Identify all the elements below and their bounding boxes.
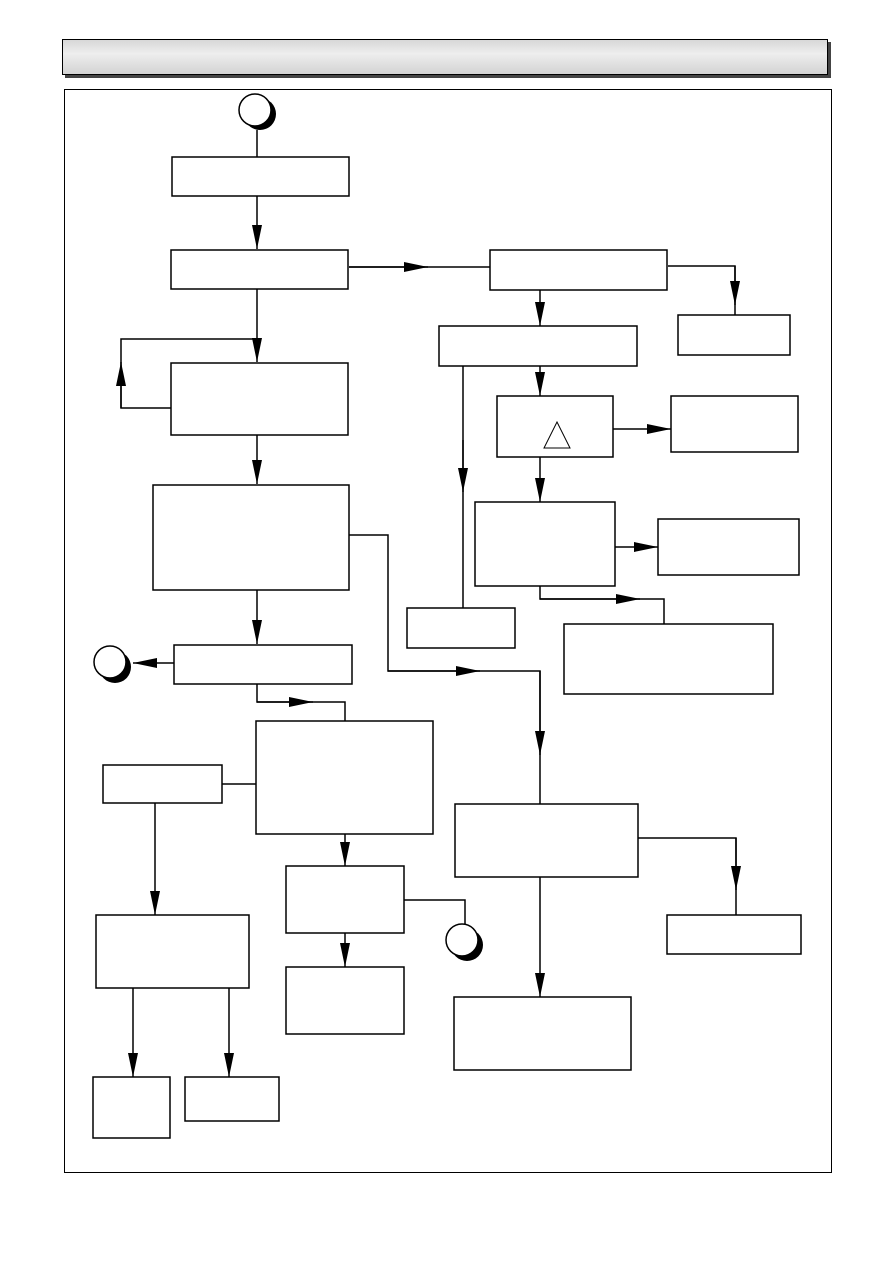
node-b23 (657, 518, 800, 576)
node-b11 (285, 865, 405, 934)
node-b17 (677, 314, 791, 356)
diagram-frame (64, 89, 832, 1173)
exit-connector-bottom (445, 923, 483, 961)
node-b4 (152, 484, 350, 591)
connector-lines (116, 130, 741, 1077)
warning-triangle-icon (543, 420, 571, 449)
node-b8 (95, 914, 250, 989)
node-b5 (173, 644, 353, 685)
exit-connector-left (93, 645, 131, 683)
header-bar (62, 39, 828, 75)
node-b15 (666, 914, 802, 955)
edge-b11-exit-bottom (404, 899, 466, 928)
node-b6 (255, 720, 434, 835)
node-b16 (489, 249, 668, 291)
node-b22 (474, 501, 616, 587)
node-b9 (92, 1076, 171, 1139)
node-b1 (171, 156, 350, 197)
node-b24 (563, 623, 774, 695)
start-connector (238, 93, 276, 130)
node-b7 (102, 764, 223, 804)
node-b14 (453, 996, 632, 1071)
node-b13 (454, 803, 639, 878)
node-b10 (184, 1076, 280, 1122)
node-b21 (670, 395, 799, 453)
node-b18 (438, 325, 638, 367)
edge-b22-b24 (539, 586, 665, 624)
edge-b13-b15 (638, 837, 737, 915)
flowchart-nodes (92, 93, 802, 1139)
node-b12 (285, 966, 405, 1035)
node-b20 (406, 607, 516, 649)
edge-b16-b17 (668, 265, 736, 315)
node-b2 (170, 249, 349, 290)
node-b3 (170, 362, 349, 436)
